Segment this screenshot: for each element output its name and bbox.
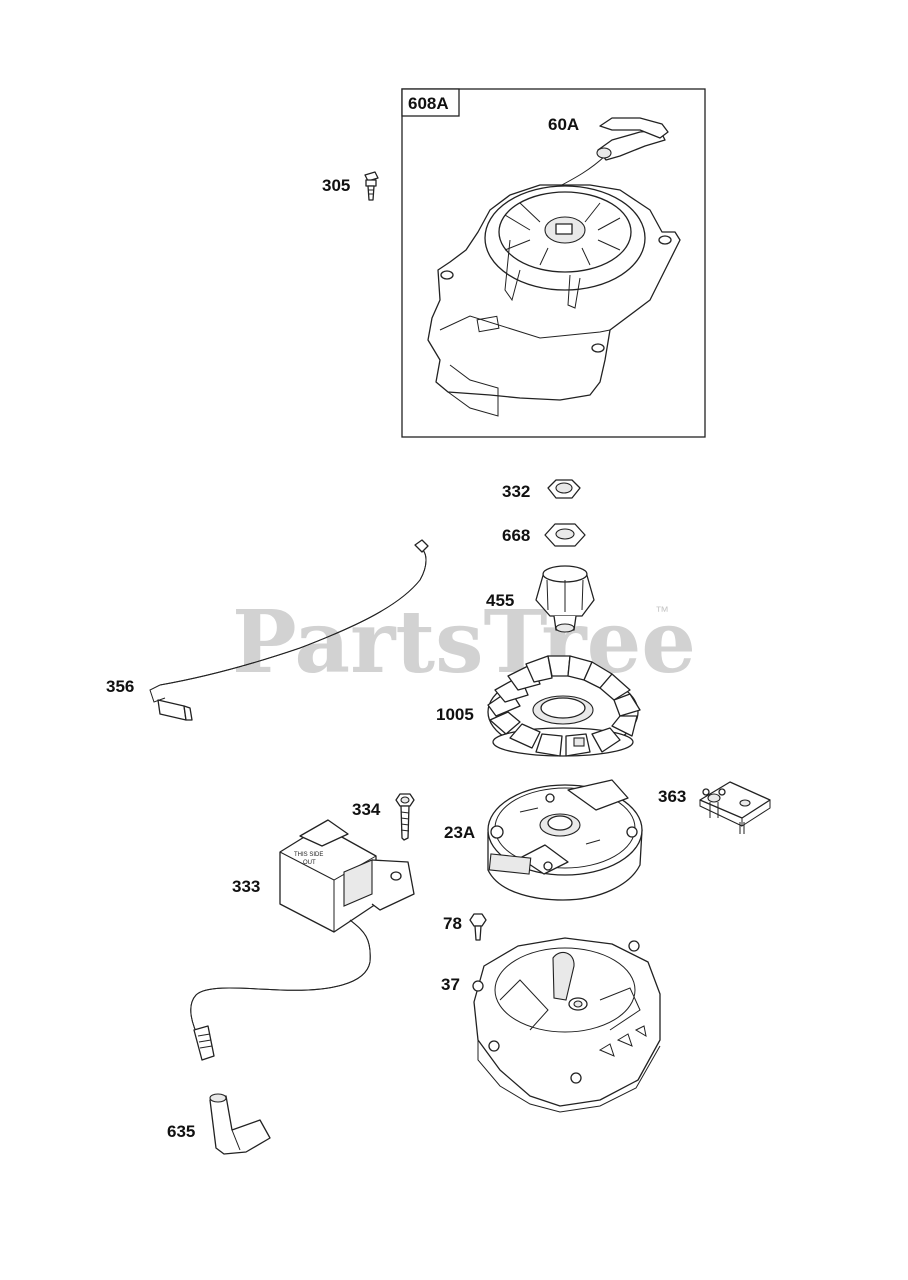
recoil-starter-part[interactable]: [427, 184, 681, 417]
flywheel-23A-part[interactable]: [487, 779, 643, 901]
callout-78[interactable]: 78: [443, 914, 462, 933]
callout-356[interactable]: 356: [106, 677, 134, 696]
ground-wire-356-part[interactable]: [149, 539, 429, 721]
coil-text-line2: OUT: [303, 860, 316, 866]
screw-78-part[interactable]: [469, 913, 487, 941]
callout-668[interactable]: 668: [502, 526, 530, 545]
callout-333[interactable]: 333: [232, 877, 260, 896]
callout-455[interactable]: 455: [486, 591, 514, 610]
coil-text-line1: THIS SIDE: [294, 852, 323, 858]
callout-332[interactable]: 332: [502, 482, 530, 501]
callout-334[interactable]: 334: [352, 800, 381, 819]
callout-1005[interactable]: 1005: [436, 705, 474, 724]
spark-plug-boot-635-part[interactable]: [209, 1093, 271, 1155]
assembly-box-tag: [401, 88, 460, 117]
callout-60A[interactable]: 60A: [548, 115, 579, 134]
washer-668-part[interactable]: [544, 523, 586, 547]
callout-635[interactable]: 635: [167, 1122, 195, 1141]
starter-cup-455-part[interactable]: [535, 565, 595, 633]
callout-23A[interactable]: 23A: [444, 823, 475, 842]
starter-handle-part[interactable]: [559, 117, 669, 187]
callout-305[interactable]: 305: [322, 176, 350, 195]
ignition-coil-333-part[interactable]: THIS SIDE OUT: [190, 819, 415, 1061]
watermark-trademark: ™: [655, 603, 669, 619]
nut-332-part[interactable]: [547, 479, 581, 499]
watermark-text: PartsTree: [232, 592, 696, 693]
assembly-box-frame: [401, 88, 706, 438]
backplate-37-part[interactable]: [472, 937, 661, 1113]
screw-305-part[interactable]: [364, 171, 379, 201]
callout-363[interactable]: 363: [658, 787, 686, 806]
screw-334-part[interactable]: [395, 793, 415, 841]
callout-608A[interactable]: 608A: [408, 94, 449, 113]
flywheel-fan-1005-part[interactable]: [487, 655, 641, 757]
callout-37[interactable]: 37: [441, 975, 460, 994]
bracket-363-part[interactable]: [699, 781, 771, 834]
